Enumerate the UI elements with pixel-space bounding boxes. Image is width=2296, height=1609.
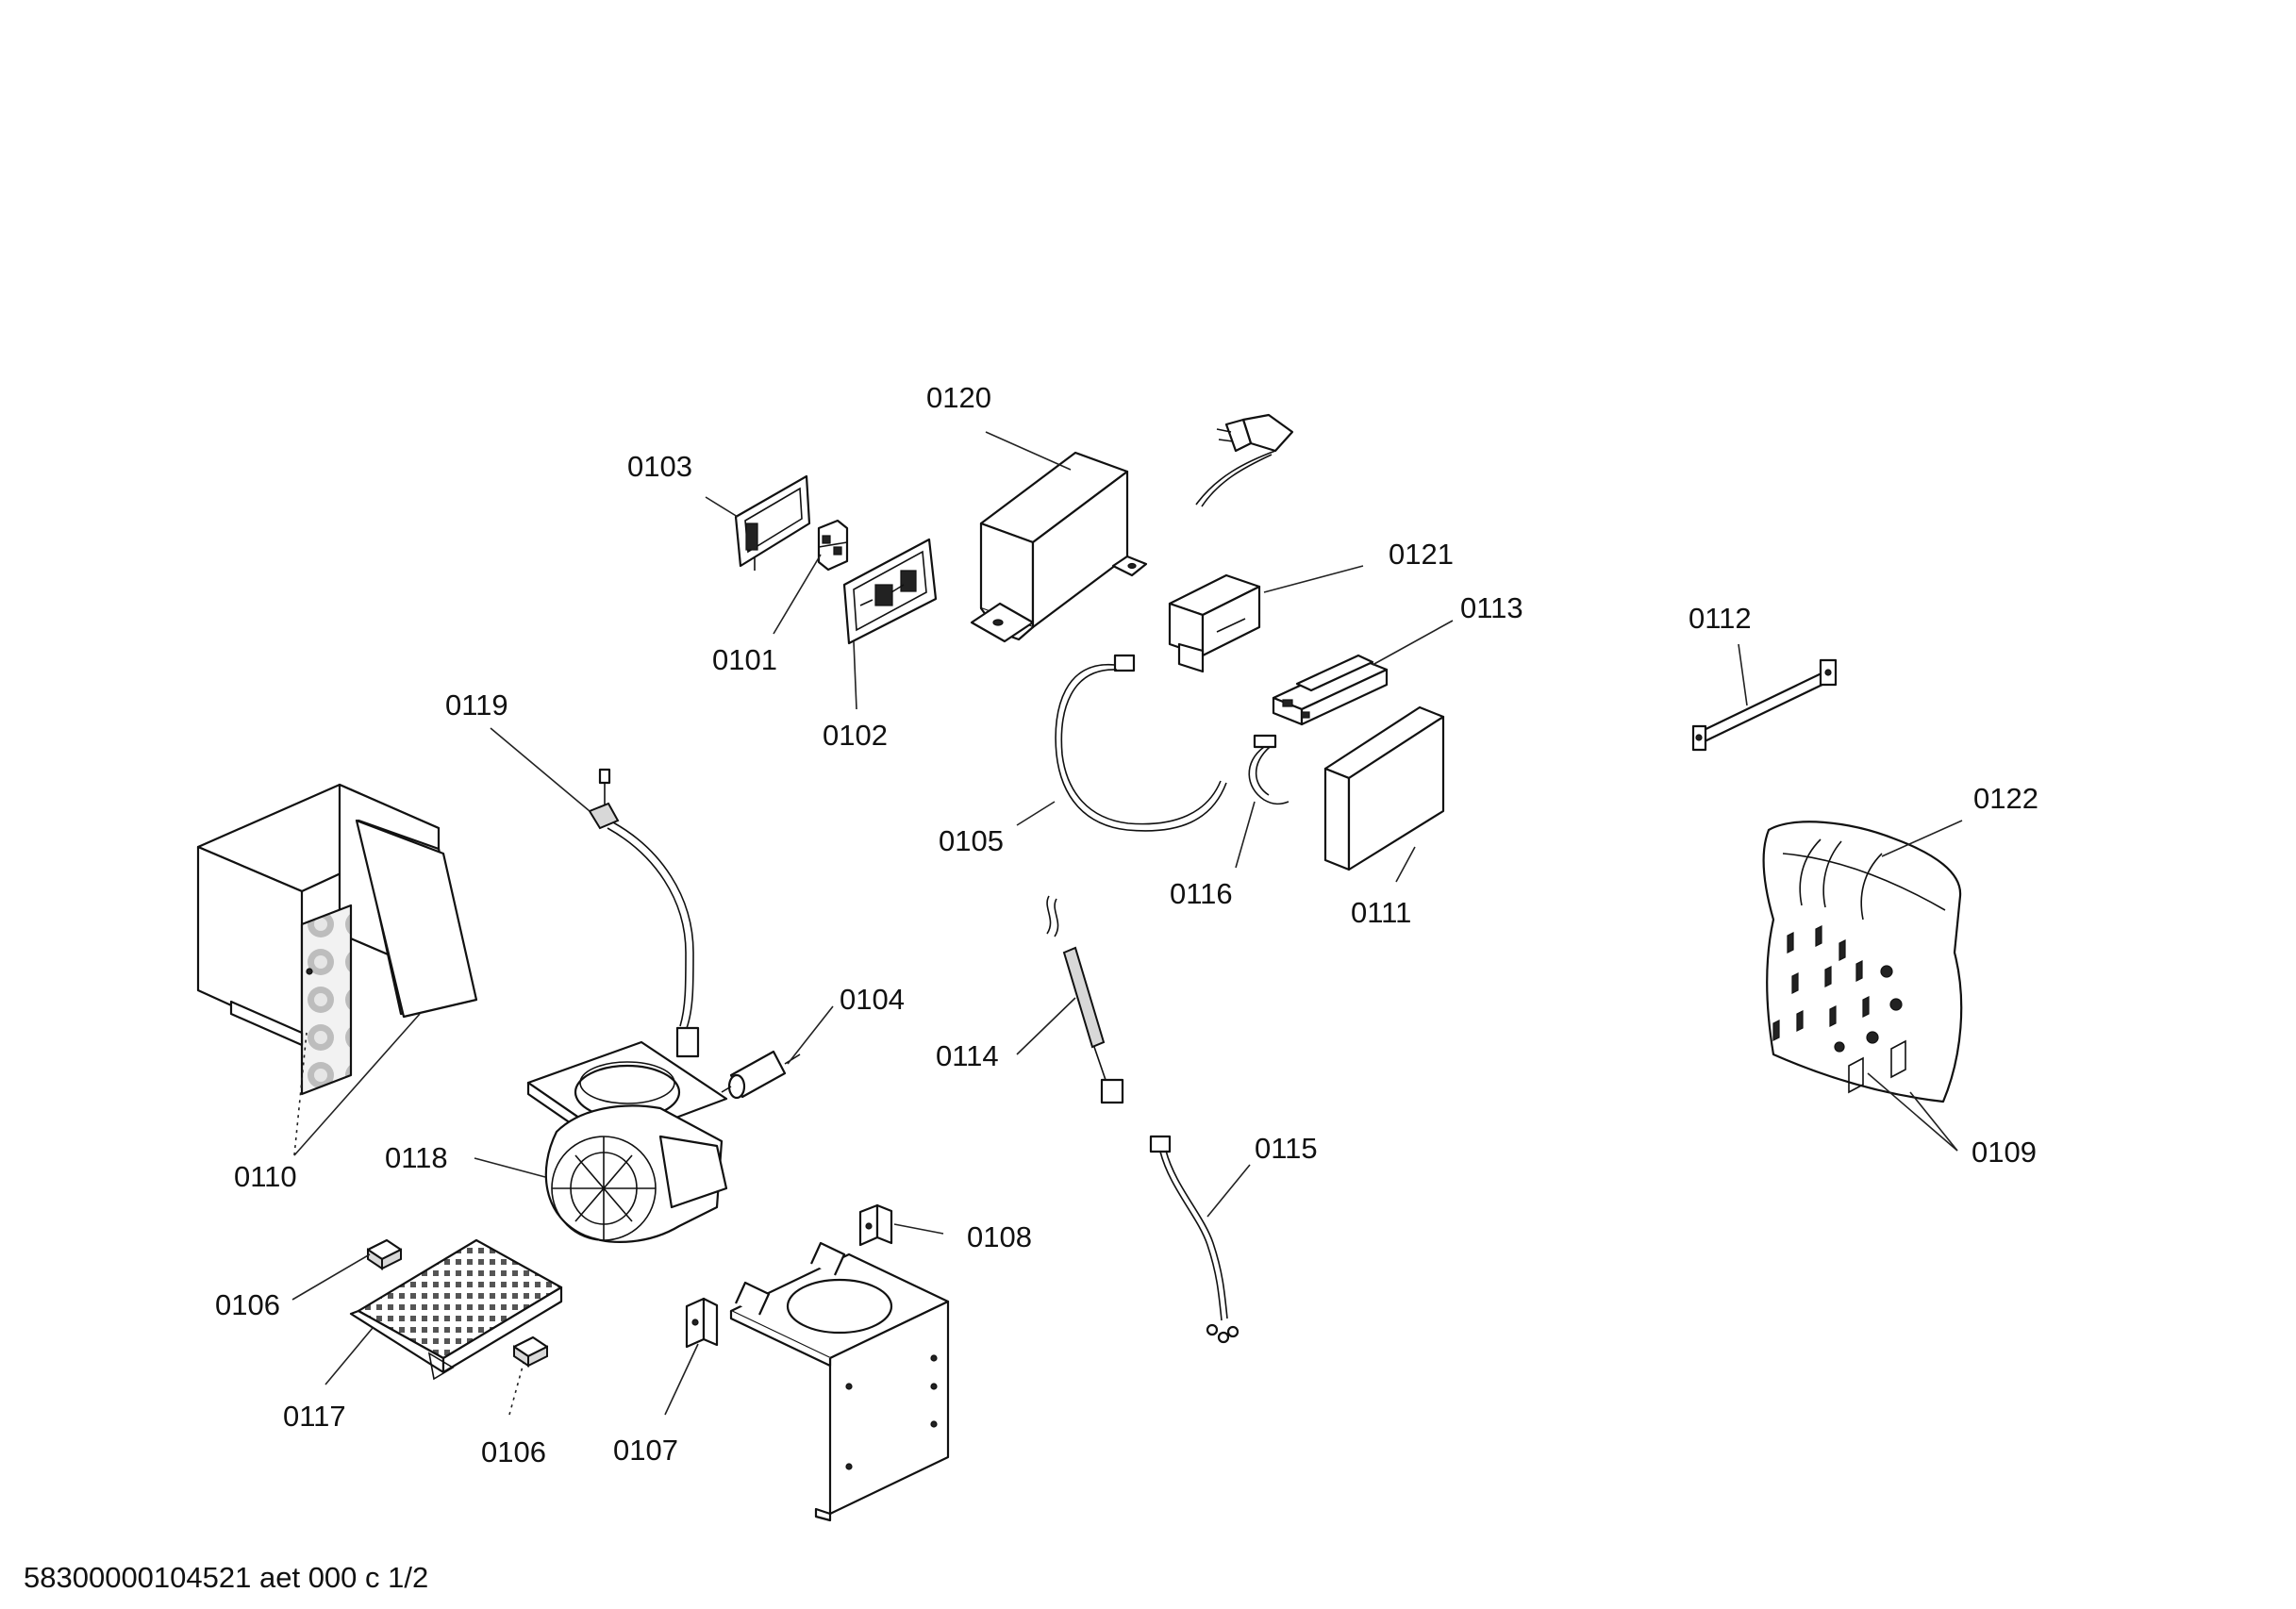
part-0107-clip[interactable] xyxy=(685,1297,719,1349)
part-0106-clip-a[interactable] xyxy=(366,1238,403,1270)
part-0118-blower-motor[interactable] xyxy=(526,1040,728,1243)
leader-lines xyxy=(291,431,1963,1416)
part-0108-clip[interactable] xyxy=(858,1203,893,1247)
part-0106-clip-b[interactable] xyxy=(512,1335,549,1368)
power-plug[interactable] xyxy=(1195,413,1294,507)
part-0114-lamp-cable[interactable] xyxy=(1046,895,1124,1104)
part-0110-filter-housing[interactable] xyxy=(196,783,478,1096)
part-0121-capacitor-box[interactable] xyxy=(1168,573,1261,673)
label-0115: 0115 xyxy=(1255,1132,1318,1165)
part-0101-switch[interactable] xyxy=(817,519,849,572)
label-0113: 0113 xyxy=(1460,591,1523,624)
label-0104: 0104 xyxy=(840,983,905,1016)
label-0116: 0116 xyxy=(1170,877,1233,910)
label-0119: 0119 xyxy=(445,688,508,722)
label-0121: 0121 xyxy=(1389,538,1454,571)
part-0111-filter-panel[interactable] xyxy=(1323,705,1445,871)
fan-mounting-chassis[interactable] xyxy=(729,1241,950,1522)
label-0118: 0118 xyxy=(385,1141,448,1174)
label-0101: 0101 xyxy=(712,643,777,676)
label-0106-b: 0106 xyxy=(481,1435,546,1468)
part-0102-switch-housing[interactable] xyxy=(842,538,938,645)
label-0103: 0103 xyxy=(627,450,692,483)
label-0109: 0109 xyxy=(1972,1136,2037,1169)
part-0112-strap[interactable] xyxy=(1691,658,1838,752)
part-0103-cover-plate[interactable] xyxy=(734,474,811,571)
label-0112: 0112 xyxy=(1689,602,1752,635)
part-0120-bracket[interactable] xyxy=(970,451,1148,643)
part-0113-ballast[interactable] xyxy=(1272,654,1389,726)
label-0108: 0108 xyxy=(967,1220,1032,1253)
label-0114: 0114 xyxy=(936,1039,999,1072)
label-0111: 0111 xyxy=(1351,896,1411,929)
label-0102: 0102 xyxy=(823,719,888,752)
label-0105: 0105 xyxy=(939,824,1004,857)
part-0116-wire[interactable] xyxy=(1248,734,1289,805)
drawing-number-footer: 58300000104521 aet 000 c 1/2 xyxy=(24,1561,428,1594)
label-0106-a: 0106 xyxy=(215,1288,280,1321)
part-0115-connector-cable[interactable] xyxy=(1149,1135,1240,1344)
part-0119-motor-cable[interactable] xyxy=(588,768,700,1058)
part-0104-capacitor[interactable] xyxy=(721,1050,801,1100)
part-0109-screws[interactable] xyxy=(1772,925,1906,1094)
label-0122: 0122 xyxy=(1973,782,2038,815)
part-0105-cable[interactable] xyxy=(1055,654,1227,832)
label-0107: 0107 xyxy=(613,1434,678,1467)
label-0120: 0120 xyxy=(926,381,991,414)
part-0117-grease-filter[interactable] xyxy=(349,1238,563,1381)
part-labels: 0103 0101 0102 0120 0121 0113 0112 0119 … xyxy=(215,381,2038,1468)
label-0110: 0110 xyxy=(234,1160,297,1193)
label-0117: 0117 xyxy=(283,1400,346,1433)
